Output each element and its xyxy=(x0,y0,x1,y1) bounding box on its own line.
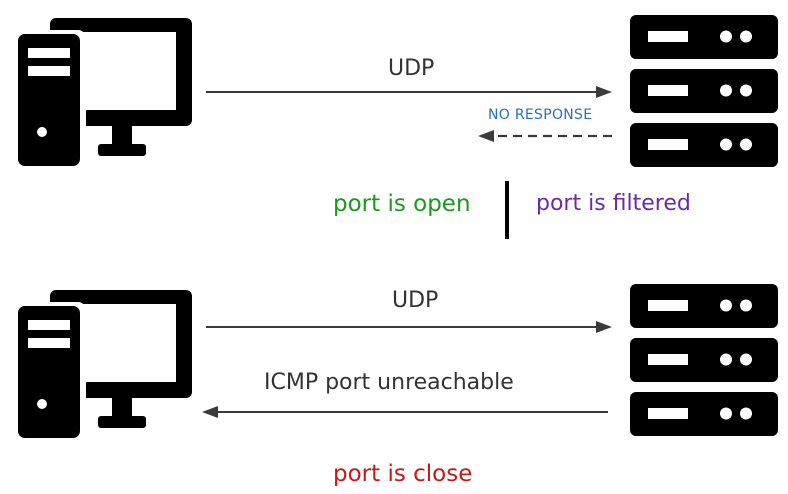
no-response-label: NO RESPONSE xyxy=(488,107,593,123)
desktop-computer-icon xyxy=(14,290,192,442)
result-divider xyxy=(505,181,509,239)
server-rack-icon xyxy=(630,15,778,167)
desktop-computer-icon xyxy=(14,18,192,170)
udp-request-arrow-bottom xyxy=(206,321,612,333)
icmp-unreachable-label: ICMP port unreachable xyxy=(264,370,514,395)
icmp-reply-arrow xyxy=(202,406,608,418)
port-open-label: port is open xyxy=(333,191,471,217)
port-filtered-label: port is filtered xyxy=(536,191,691,216)
udp-request-arrow-top xyxy=(206,86,612,98)
port-close-label: port is close xyxy=(333,461,473,487)
no-response-arrow xyxy=(478,130,612,142)
udp-label-bottom: UDP xyxy=(392,288,439,313)
server-rack-icon xyxy=(630,284,778,436)
udp-label-top: UDP xyxy=(388,56,435,81)
